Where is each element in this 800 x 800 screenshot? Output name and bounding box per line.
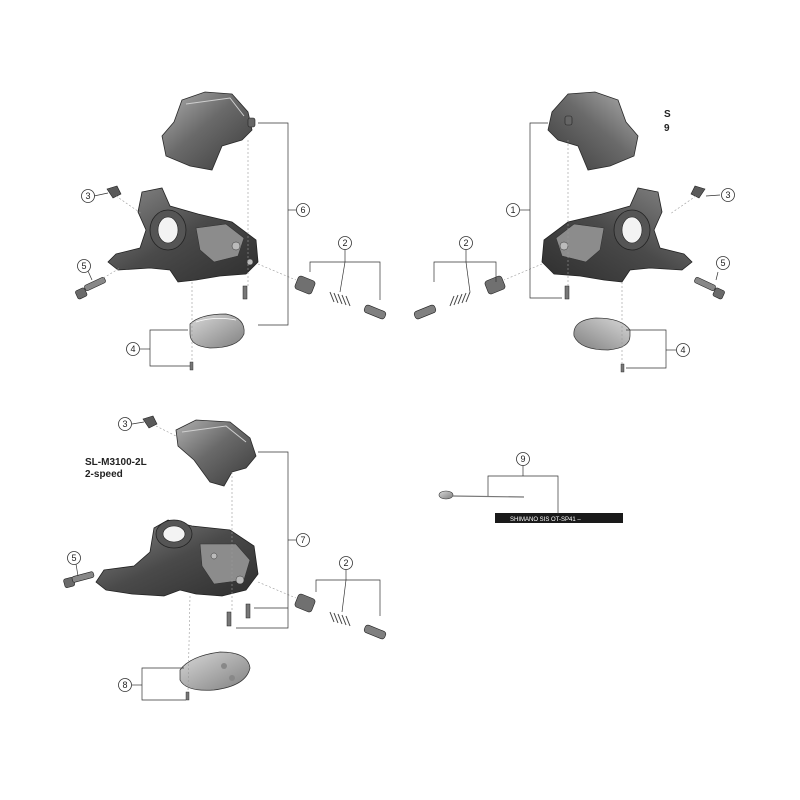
cap-part-3-bottom-left xyxy=(142,415,158,429)
edge-label-line1: S xyxy=(664,109,671,120)
callout-3-top-right: 3 xyxy=(721,188,735,202)
callout-label: 4 xyxy=(680,345,685,355)
callout-label: 3 xyxy=(85,191,90,201)
callout-label: 4 xyxy=(130,344,135,354)
shifter-cover-top-left xyxy=(161,91,256,171)
callout-label: 8 xyxy=(122,680,127,690)
callout-8-bottom-left: 8 xyxy=(118,678,132,692)
shifter-body-top-left xyxy=(107,187,259,283)
callout-5-bottom-left: 5 xyxy=(67,551,81,565)
callout-label: 3 xyxy=(122,419,127,429)
shifter-body-bottom-left xyxy=(95,519,259,597)
callout-label: 2 xyxy=(342,238,347,248)
assembly-bottom-left xyxy=(63,415,387,701)
bottom-cover-part-4-top-right xyxy=(573,317,631,373)
model-speed: 2-speed xyxy=(85,469,123,480)
callout-5-top-right: 5 xyxy=(716,256,730,270)
shifter-cover-top-right xyxy=(547,91,639,171)
shifter-cover-bottom-left xyxy=(175,419,257,487)
assembly-top-right xyxy=(413,91,725,373)
callout-2-top-right: 2 xyxy=(459,236,473,250)
callout-label: 7 xyxy=(300,535,305,545)
callout-label: 2 xyxy=(343,558,348,568)
shifter-body-top-right xyxy=(541,187,693,283)
callout-7-bottom-left: 7 xyxy=(296,533,310,547)
model-name: SL-M3100-2L xyxy=(85,457,147,468)
callout-label: 3 xyxy=(725,190,730,200)
callout-label: 6 xyxy=(300,205,305,215)
adjuster-part-2-bottom-left xyxy=(294,593,387,640)
leader-lines xyxy=(75,122,721,701)
callout-label: 1 xyxy=(510,205,515,215)
callout-5-top-left: 5 xyxy=(77,259,91,273)
callout-4-top-right: 4 xyxy=(676,343,690,357)
callout-label: 5 xyxy=(720,258,725,268)
callout-3-bottom-left: 3 xyxy=(118,417,132,431)
edge-label: S 9 xyxy=(664,108,671,136)
model-label: SL-M3100-2L 2-speed xyxy=(85,457,147,481)
cap-part-3-top-left xyxy=(106,185,122,199)
callout-2-top-left: 2 xyxy=(338,236,352,250)
bottom-cover-part-8 xyxy=(179,651,251,701)
screw-top-left xyxy=(242,285,248,300)
assembly-top-left xyxy=(75,91,387,371)
cable-print: SHIMANO SIS OT-SP41 – xyxy=(510,517,581,523)
bolt-part-5-bottom-left xyxy=(63,571,95,588)
cap-part-3-top-right xyxy=(690,185,706,199)
callout-3-top-left: 3 xyxy=(81,189,95,203)
callout-label: 5 xyxy=(81,261,86,271)
callout-1-top-right: 1 xyxy=(506,203,520,217)
callout-2-bottom-left: 2 xyxy=(339,556,353,570)
edge-label-line2: 9 xyxy=(664,123,670,134)
bottom-cover-part-4-top-left xyxy=(189,313,245,371)
bolt-part-5-top-right xyxy=(694,276,725,300)
callout-label: 9 xyxy=(520,454,525,464)
bolt-part-5-top-left xyxy=(75,276,106,300)
callout-label: 2 xyxy=(463,238,468,248)
callout-4-top-left: 4 xyxy=(126,342,140,356)
adjuster-part-2-top-left xyxy=(294,275,387,320)
callout-6-top-left: 6 xyxy=(296,203,310,217)
adjuster-part-2-top-right xyxy=(413,275,506,320)
inner-cable-part-9 xyxy=(438,490,623,523)
callout-9-cable: 9 xyxy=(516,452,530,466)
callout-label: 5 xyxy=(71,553,76,563)
